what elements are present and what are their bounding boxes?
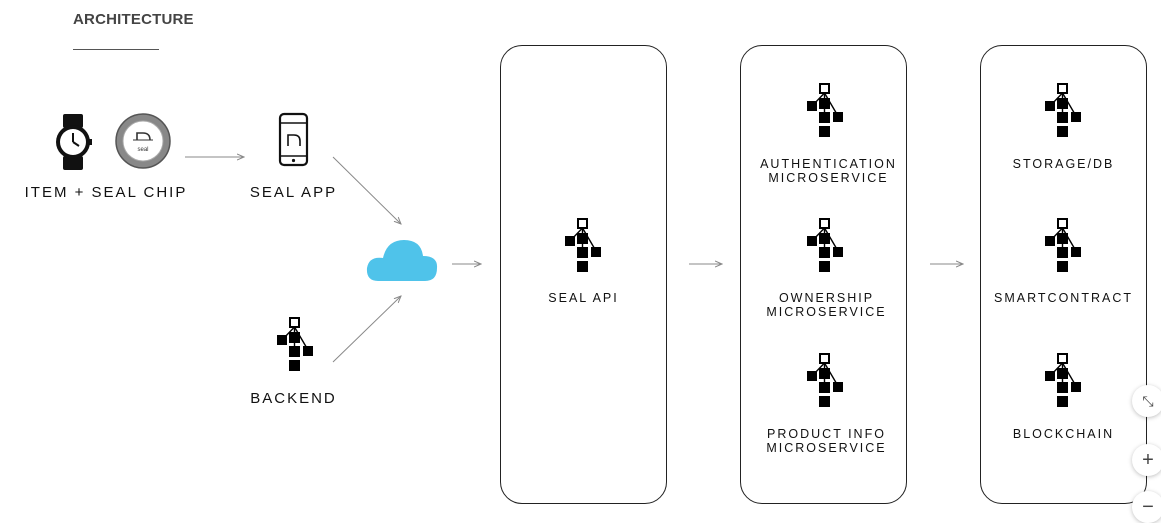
page-title: ARCHITECTURE xyxy=(73,11,194,28)
title-underline xyxy=(73,49,159,50)
arrow-backend-to-cloud xyxy=(332,296,401,363)
label-item-seal-chip: ITEM + SEAL CHIP xyxy=(24,184,188,201)
zoom-out-button[interactable]: − xyxy=(1132,491,1161,523)
label-ownership-line1: OWNERSHIP xyxy=(778,291,875,305)
label-auth-line1: AUTHENTICATION xyxy=(760,157,897,171)
storage-node-icon xyxy=(1044,83,1082,138)
label-product-info-line1: PRODUCT INFO xyxy=(767,427,886,441)
minus-icon: − xyxy=(1142,495,1154,518)
label-product-info-microservice: PRODUCT INFO MICROSERVICE xyxy=(743,427,910,455)
backend-node-icon xyxy=(276,317,314,372)
label-smartcontract: SMARTCONTRACT xyxy=(994,291,1133,305)
label-ownership-line2: MICROSERVICE xyxy=(766,305,887,319)
label-auth-line2: MICROSERVICE xyxy=(768,171,889,185)
zoom-in-button[interactable]: + xyxy=(1132,444,1161,476)
seal-chip-text: seal xyxy=(137,147,148,153)
collapse-icon: ⤡ xyxy=(1142,392,1154,409)
collapse-view-button[interactable]: ⤡ xyxy=(1132,385,1161,417)
cloud-icon xyxy=(366,240,438,281)
blockchain-node-icon xyxy=(1044,353,1082,408)
plus-icon: + xyxy=(1142,448,1154,471)
smartcontract-node-icon xyxy=(1044,218,1082,273)
label-blockchain: BLOCKCHAIN xyxy=(1012,427,1115,441)
auth-node-icon xyxy=(806,83,844,138)
label-seal-api: SEAL API xyxy=(548,291,619,305)
arrow-app-to-cloud xyxy=(332,156,401,224)
label-seal-app: SEAL APP xyxy=(249,184,338,201)
ownership-node-icon xyxy=(806,218,844,273)
seal-chip-icon: seal xyxy=(115,113,171,169)
seal-api-node-icon xyxy=(564,218,602,273)
phone-icon xyxy=(278,112,309,167)
label-storage-db: STORAGE/DB xyxy=(1012,157,1115,171)
seal-api-panel xyxy=(500,45,667,504)
label-product-info-line2: MICROSERVICE xyxy=(766,441,887,455)
product-info-node-icon xyxy=(806,353,844,408)
label-backend: BACKEND xyxy=(250,390,337,407)
label-auth-microservice: AUTHENTICATION MICROSERVICE xyxy=(745,157,912,185)
label-ownership-microservice: OWNERSHIP MICROSERVICE xyxy=(743,291,910,319)
watch-icon xyxy=(56,114,92,170)
